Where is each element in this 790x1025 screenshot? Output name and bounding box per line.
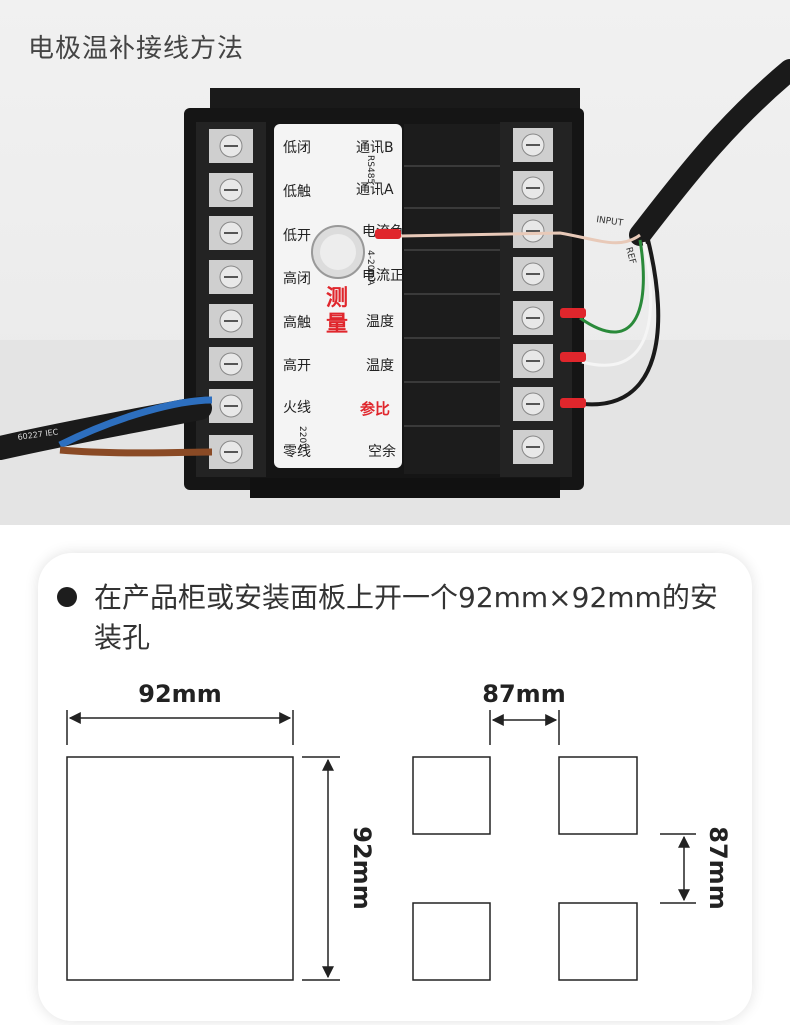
ma-label: 4-20mA [365,250,375,286]
right-label-2: 通讯A [356,182,394,198]
cutout-top-left [412,756,491,835]
left-label-5: 高触 [283,314,311,331]
cutout-bottom-right [558,902,638,981]
right-label-7: 参比 [360,400,390,418]
input-wire-label: INPUT [596,215,625,229]
left-label-6: 高开 [283,357,311,374]
pink-wire [399,231,641,245]
single-cutout [66,756,294,981]
single-width-label: 92mm [138,680,221,708]
right-label-1: 通讯B [356,140,394,156]
black-wire [583,239,661,407]
left-screws [209,129,253,469]
left-label-4: 高闭 [283,270,311,287]
measure-label-2: 量 [326,312,348,337]
measure-label-1: 测 [326,286,348,311]
left-label-7: 火线 [283,400,311,416]
cutout-top-right [558,756,638,835]
left-label-3: 低开 [283,228,311,244]
white-wire [581,241,653,367]
left-label-8: 零线 [283,444,311,460]
bullet-icon [57,587,77,607]
photo-title: 电极温补接线方法 [28,34,245,64]
ref-wire-label: REF [623,246,637,265]
right-label-6: 温度 [366,358,394,374]
wiring-photo: 低闭 低触 低开 高闭 高触 高开 火线 零线 220V 通讯B 通讯A 电流负… [0,0,790,525]
right-label-8: 空余 [368,443,396,460]
controller-back-panel: 低闭 低触 低开 高闭 高触 高开 火线 零线 220V 通讯B 通讯A 电流负… [0,59,790,525]
left-label-2: 低触 [283,184,311,200]
green-wire [579,239,645,334]
right-label-5: 温度 [366,314,394,330]
sensor-cable [629,59,790,246]
install-card [38,553,752,1021]
rs485-label: RS485 [365,155,375,184]
right-screws [513,128,553,464]
install-description: 在产品柜或安装面板上开一个92mm×92mm的安装孔 [94,581,718,654]
multi-width-label: 87mm [482,680,565,708]
right-label-4: 电流正 [362,268,404,284]
blue-wire [58,396,213,449]
cutout-diagram: 92mm 92mm 87mm 87mm [66,680,732,981]
multi-height-label: 87mm [704,826,732,909]
cutout-bottom-left [412,902,491,981]
voltage-label: 220V [297,426,307,450]
single-height-label: 92mm [348,826,376,909]
left-label-1: 低闭 [283,140,311,156]
terminal-label-sticker [274,124,402,468]
brown-wire [59,446,213,457]
